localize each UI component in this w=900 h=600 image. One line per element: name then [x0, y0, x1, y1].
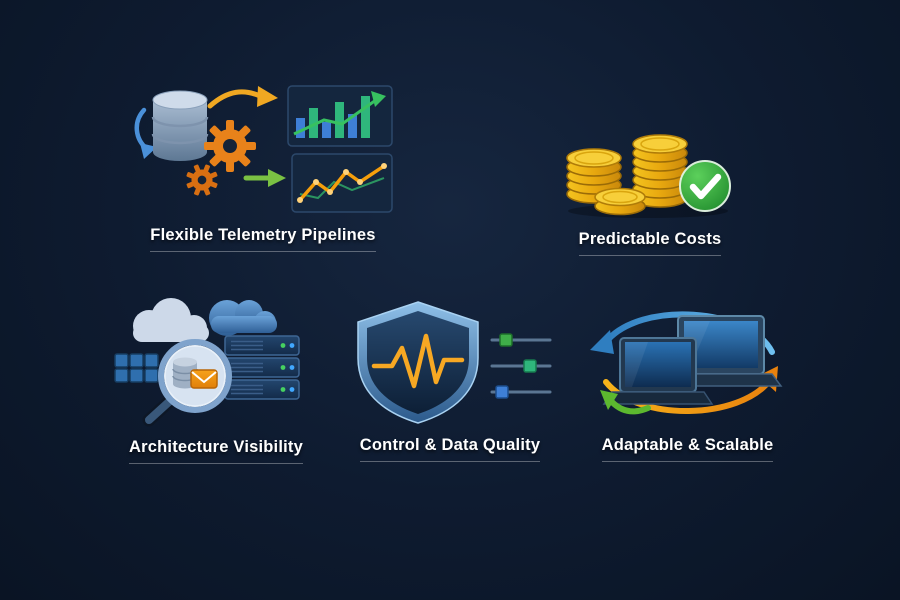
feature-architecture-visibility: Architecture Visibility — [96, 288, 336, 464]
flow-arrow-green-icon — [243, 169, 286, 187]
feature-control-data-quality: Control & Data Quality — [340, 298, 560, 462]
feature-telemetry-pipelines: Flexible Telemetry Pipelines — [118, 84, 408, 252]
feature-adaptable-scalable: Adaptable & Scalable — [580, 298, 795, 462]
database-icon — [151, 90, 209, 161]
bar-chart-icon — [287, 85, 393, 147]
gear-small-icon — [186, 164, 218, 196]
database-gears-charts-icon — [128, 84, 398, 216]
cloud-back-icon — [208, 300, 277, 336]
shield-icon — [357, 301, 479, 424]
shield-pulse-sliders-icon — [340, 298, 560, 426]
server-rack-icon — [223, 335, 300, 400]
data-cubes-icon — [113, 353, 159, 383]
visibility-illustration — [113, 298, 300, 427]
magnifier-icon — [142, 339, 232, 427]
pulse-line-icon — [371, 333, 465, 389]
lens-envelope-icon — [189, 369, 218, 389]
scalable-illustration — [590, 311, 783, 415]
feature-label-visibility: Architecture Visibility — [129, 438, 303, 464]
gear-icon — [204, 120, 256, 172]
coin-stacks-checkmark-icon — [548, 92, 753, 220]
laptops-sync-arrows-icon — [580, 298, 795, 426]
sync-arrow-green-icon — [600, 390, 651, 415]
quality-illustration — [357, 301, 552, 424]
cloud-servers-magnifier-icon — [99, 288, 334, 428]
feature-label-costs: Predictable Costs — [578, 230, 722, 256]
feature-label-telemetry: Flexible Telemetry Pipelines — [150, 226, 376, 252]
flow-arrow-yellow-icon — [207, 86, 278, 109]
checkmark-icon — [678, 160, 731, 212]
feature-label-quality: Control & Data Quality — [359, 436, 541, 462]
costs-illustration — [565, 134, 731, 218]
flow-arrow-blue-icon — [134, 107, 157, 159]
coin-stack-front-icon — [593, 187, 646, 216]
sliders-icon — [490, 333, 552, 399]
line-chart-icon — [291, 153, 393, 213]
telemetry-illustration — [134, 85, 393, 213]
feature-predictable-costs: Predictable Costs — [530, 92, 770, 256]
feature-label-scalable: Adaptable & Scalable — [601, 436, 774, 462]
coin-stack-right-icon — [631, 134, 688, 208]
laptop-front-icon — [602, 337, 714, 405]
cloud-front-icon — [132, 298, 209, 342]
